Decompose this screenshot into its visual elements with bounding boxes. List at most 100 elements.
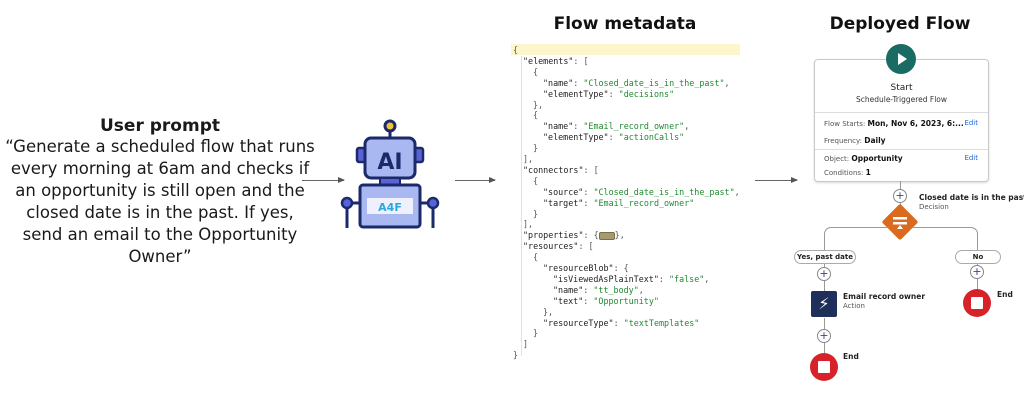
- code-string: "textTemplates": [623, 317, 700, 328]
- code-line: "resourceBlob": {: [543, 263, 629, 274]
- code-string: "actionCalls": [618, 132, 685, 143]
- code-key: "name": [553, 284, 584, 295]
- code-line: "name": "Closed_date_is_in_the_past",: [543, 78, 730, 89]
- start-node-card[interactable]: Start Schedule-Triggered Flow Flow Start…: [814, 59, 989, 182]
- end-node-yes[interactable]: [810, 353, 838, 381]
- frequency-value: Daily: [864, 136, 886, 145]
- code-punct: }: [533, 143, 539, 154]
- start-play-icon: [886, 44, 916, 74]
- start-node-subtitle: Schedule-Triggered Flow: [855, 95, 948, 104]
- conditions-label: Conditions:: [824, 169, 864, 177]
- arrow-prompt-to-ai: [302, 177, 345, 183]
- code-line: "name": "Email_record_owner",: [543, 121, 689, 132]
- robot-hand-right: [426, 196, 440, 210]
- current-line-highlight: [511, 44, 740, 55]
- code-line: }: [513, 350, 518, 361]
- arrow-ai-to-metadata: [455, 177, 496, 183]
- add-element-button[interactable]: +: [893, 189, 907, 203]
- code-line: "isViewedAsPlainText": "false",: [553, 274, 709, 285]
- branch-line-yes: [824, 235, 825, 252]
- code-punct: :: [658, 273, 669, 284]
- code-key: "source": [543, 186, 584, 197]
- branch-no-label[interactable]: No: [955, 250, 1001, 264]
- end-label-no: End: [997, 290, 1013, 299]
- code-punct: : [: [578, 241, 594, 252]
- code-punct: }: [533, 208, 539, 219]
- code-punct: ,: [724, 77, 730, 88]
- code-punct: {: [533, 252, 539, 263]
- code-punct: ],: [523, 154, 534, 164]
- branch-line-yes: [831, 227, 889, 228]
- code-punct: {: [533, 175, 539, 186]
- code-line: }: [533, 209, 538, 220]
- code-punct: },: [533, 99, 544, 110]
- code-line: "resourceType": "textTemplates": [543, 318, 699, 329]
- branch-line-no: [912, 227, 970, 228]
- code-line: {: [533, 176, 538, 187]
- code-line: {: [513, 45, 518, 56]
- divider: [815, 112, 988, 113]
- code-punct: :: [583, 186, 594, 197]
- code-line: ]: [523, 339, 528, 350]
- code-line: "connectors": [: [523, 165, 599, 176]
- code-key: "name": [543, 121, 574, 132]
- add-element-button[interactable]: +: [970, 265, 984, 279]
- branch-line-no: [977, 235, 978, 252]
- user-prompt-title: User prompt: [100, 116, 220, 136]
- code-line: ],: [523, 154, 533, 165]
- code-punct: : [: [573, 55, 589, 66]
- lightning-icon: ⚡: [818, 294, 830, 313]
- robot-label-plate: [367, 198, 413, 214]
- add-element-button[interactable]: +: [817, 267, 831, 281]
- divider: [815, 149, 988, 150]
- code-string: "tt_body": [593, 284, 639, 295]
- end-node-no[interactable]: [963, 289, 991, 317]
- code-punct: ,: [638, 284, 644, 295]
- robot-hand-left: [340, 196, 354, 210]
- arrow-metadata-to-flow: [755, 177, 798, 183]
- code-punct: :: [583, 197, 594, 208]
- frequency-label: Frequency:: [824, 137, 863, 145]
- flow-metadata-title: Flow metadata: [553, 14, 697, 34]
- code-key: "resourceType": [543, 317, 614, 328]
- frequency-row: Frequency: Daily: [824, 136, 886, 145]
- code-line: "text": "Opportunity": [553, 296, 659, 307]
- object-value: Opportunity: [851, 154, 903, 163]
- deployed-flow-title: Deployed Flow: [829, 14, 971, 34]
- code-string: "Email_record_owner": [583, 121, 685, 132]
- code-punct: },: [614, 230, 625, 241]
- flow-starts-value: Mon, Nov 6, 2023, 6:...: [867, 119, 964, 128]
- code-punct: :: [583, 284, 594, 295]
- add-element-button[interactable]: +: [817, 329, 831, 343]
- code-line: }: [533, 143, 538, 154]
- object-row: Object: Opportunity: [824, 154, 903, 163]
- code-punct: {: [533, 66, 539, 77]
- code-punct: ,: [734, 186, 740, 197]
- code-line: "elements": [: [523, 56, 589, 67]
- code-key: "resourceBlob": [543, 263, 614, 273]
- code-string: "Closed_date_is_in_the_past": [593, 186, 735, 197]
- branch-corner: [824, 227, 833, 237]
- code-punct: : {: [613, 263, 629, 273]
- decision-type: Decision: [919, 203, 949, 211]
- flow-metadata-code: {"elements": [{"name": "Closed_date_is_i…: [511, 44, 741, 361]
- action-node[interactable]: ⚡: [811, 291, 837, 317]
- collapsed-fold-marker[interactable]: [598, 231, 615, 240]
- ai-robot-icon: AI A4F: [340, 119, 440, 229]
- code-punct: },: [543, 306, 554, 317]
- code-key: "resources": [523, 241, 579, 252]
- edit-schedule-link[interactable]: Edit: [964, 119, 978, 127]
- code-punct: :: [573, 121, 584, 132]
- edit-object-link[interactable]: Edit: [964, 154, 978, 162]
- code-line: "properties": {},: [523, 230, 625, 241]
- code-line: ],: [523, 219, 533, 230]
- code-line: "source": "Closed_date_is_in_the_past",: [543, 187, 740, 198]
- code-punct: : [: [583, 164, 599, 175]
- decision-icon: [893, 217, 907, 229]
- code-line: "name": "tt_body",: [553, 285, 644, 296]
- code-punct: :: [573, 77, 584, 88]
- code-line: },: [543, 307, 553, 318]
- robot-body-label: A4F: [378, 201, 402, 214]
- code-punct: {: [533, 110, 539, 121]
- branch-yes-label[interactable]: Yes, past date: [794, 250, 856, 264]
